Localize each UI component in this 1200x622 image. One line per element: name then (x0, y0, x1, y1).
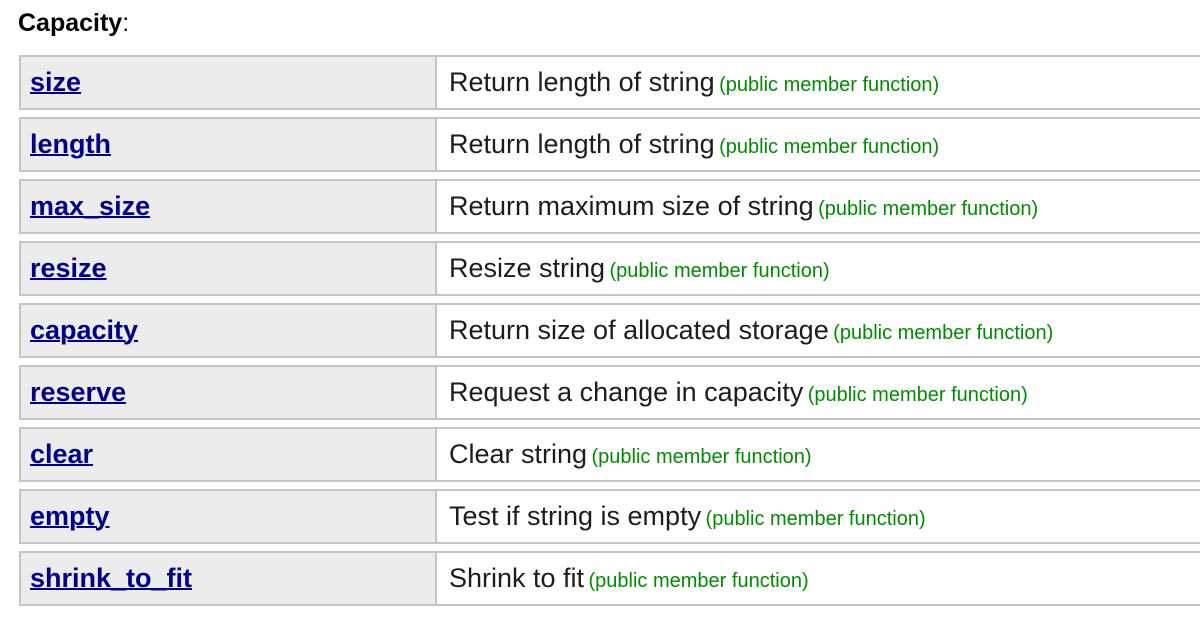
member-type-note: (public member function) (833, 322, 1054, 344)
function-description: Request a change in capacity (449, 377, 804, 407)
function-description-cell: Return length of string (public member f… (437, 119, 1200, 170)
function-description: Resize string (449, 253, 606, 283)
function-name-cell: empty (21, 491, 437, 542)
member-type-note: (public member function) (591, 446, 812, 468)
member-type-note: (public member function) (609, 260, 830, 282)
function-link-capacity[interactable]: capacity (30, 315, 139, 345)
function-link-empty[interactable]: empty (30, 501, 110, 531)
function-description: Return maximum size of string (449, 191, 814, 221)
function-description-cell: Clear string (public member function) (437, 429, 1200, 480)
function-link-clear[interactable]: clear (30, 439, 94, 469)
function-description: Return length of string (449, 129, 715, 159)
table-row-max-size: max_size Return maximum size of string (… (19, 179, 1200, 234)
function-description-cell: Shrink to fit (public member function) (437, 553, 1200, 604)
table-row-length: length Return length of string (public m… (19, 117, 1200, 172)
function-name-cell: clear (21, 429, 437, 480)
member-type-note: (public member function) (818, 198, 1039, 220)
function-link-length[interactable]: length (30, 129, 111, 159)
function-description: Shrink to fit (449, 563, 585, 593)
member-type-note: (public member function) (705, 508, 926, 530)
function-link-size[interactable]: size (30, 67, 82, 97)
function-description-cell: Request a change in capacity (public mem… (437, 367, 1200, 418)
table-row-capacity: capacity Return size of allocated storag… (19, 303, 1200, 358)
function-name-cell: shrink_to_fit (21, 553, 437, 604)
table-row-size: size Return length of string (public mem… (19, 55, 1200, 110)
function-link-shrink-to-fit[interactable]: shrink_to_fit (30, 563, 193, 593)
member-type-note: (public member function) (719, 74, 940, 96)
function-name-cell: max_size (21, 181, 437, 232)
function-description-cell: Return size of allocated storage (public… (437, 305, 1200, 356)
function-name-cell: length (21, 119, 437, 170)
member-type-note: (public member function) (807, 384, 1028, 406)
table-row-clear: clear Clear string (public member functi… (19, 427, 1200, 482)
function-description: Return length of string (449, 67, 715, 97)
function-link-max-size[interactable]: max_size (30, 191, 151, 221)
function-name-cell: size (21, 57, 437, 108)
section-heading-label: Capacity (18, 9, 123, 37)
function-name-cell: resize (21, 243, 437, 294)
function-description-cell: Test if string is empty (public member f… (437, 491, 1200, 542)
function-name-cell: capacity (21, 305, 437, 356)
function-description: Clear string (449, 439, 588, 469)
function-link-reserve[interactable]: reserve (30, 377, 127, 407)
member-type-note: (public member function) (719, 136, 940, 158)
table-row-resize: resize Resize string (public member func… (19, 241, 1200, 296)
section-heading-colon: : (122, 9, 130, 37)
member-type-note: (public member function) (588, 570, 809, 592)
function-description: Return size of allocated storage (449, 315, 829, 345)
section-heading: Capacity: (0, 0, 1200, 38)
function-description-cell: Return length of string (public member f… (437, 57, 1200, 108)
function-description-cell: Resize string (public member function) (437, 243, 1200, 294)
function-link-resize[interactable]: resize (30, 253, 107, 283)
table-row-reserve: reserve Request a change in capacity (pu… (19, 365, 1200, 420)
function-description: Test if string is empty (449, 501, 702, 531)
capacity-function-table: size Return length of string (public mem… (19, 55, 1200, 606)
function-description-cell: Return maximum size of string (public me… (437, 181, 1200, 232)
function-name-cell: reserve (21, 367, 437, 418)
table-row-shrink-to-fit: shrink_to_fit Shrink to fit (public memb… (19, 551, 1200, 606)
table-row-empty: empty Test if string is empty (public me… (19, 489, 1200, 544)
